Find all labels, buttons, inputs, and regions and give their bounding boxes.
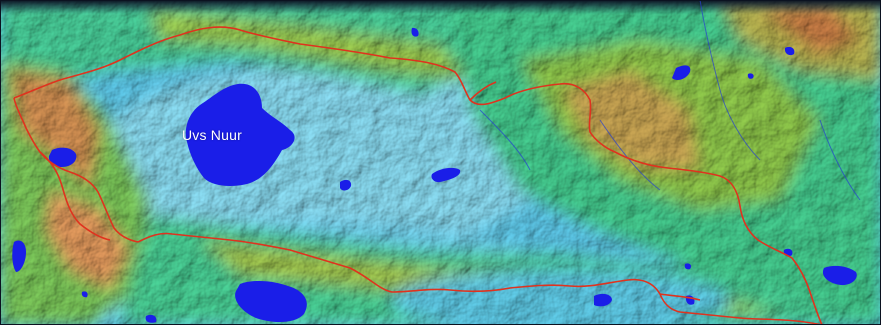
lake-label-uvs-nuur: Uvs Nuur [182, 127, 242, 143]
lake-north [411, 27, 419, 37]
lake-southeast-1 [594, 293, 612, 307]
lake-far-east [822, 265, 857, 286]
border-northeast [469, 81, 497, 101]
lake-tiny-2 [747, 73, 754, 79]
lake-northeast [672, 65, 691, 80]
border-inner-west [39, 151, 111, 241]
top-shadow [0, 0, 881, 14]
border-north [13, 26, 823, 325]
lake-south-central [235, 280, 307, 323]
lake-ne-small [784, 46, 795, 56]
lake-tiny-4 [81, 291, 88, 298]
lake-small-east [431, 167, 461, 183]
lake-small-basin [340, 179, 352, 191]
lake-southwest [12, 240, 26, 272]
border-west [13, 97, 139, 243]
lake-west [48, 147, 77, 167]
rivers-layer [479, 0, 861, 201]
border-south [137, 232, 823, 325]
borders-layer [13, 26, 823, 325]
lake-uvs-nuur [185, 83, 295, 186]
lake-tiny-1 [684, 263, 692, 270]
lake-tiny-3 [145, 314, 157, 323]
border-southeast-spur [659, 293, 701, 301]
